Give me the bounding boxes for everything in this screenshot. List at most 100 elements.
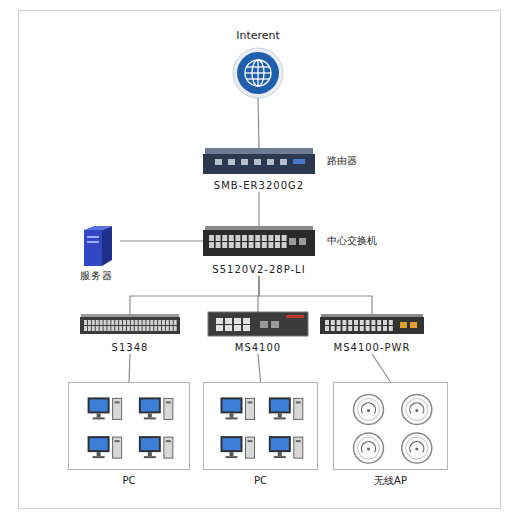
port	[135, 326, 138, 331]
device-art	[80, 314, 180, 334]
network-link	[258, 98, 259, 148]
port	[254, 159, 261, 165]
switch-stripe	[286, 315, 304, 318]
port	[325, 320, 329, 325]
stand	[148, 413, 152, 417]
router-top	[205, 148, 313, 155]
port	[262, 242, 267, 248]
port	[107, 320, 110, 325]
ap-ring	[358, 398, 380, 420]
ap-icon	[402, 394, 432, 424]
port	[280, 159, 287, 165]
port	[222, 242, 227, 248]
port	[371, 320, 375, 325]
port	[143, 320, 146, 325]
tower-bay	[296, 401, 301, 403]
port	[260, 321, 268, 328]
server-slot	[87, 236, 99, 238]
port	[342, 320, 346, 325]
port	[209, 235, 214, 241]
port	[267, 159, 274, 165]
stand	[278, 452, 282, 456]
port	[166, 326, 169, 331]
device-art	[208, 312, 308, 336]
frame-border	[19, 11, 501, 509]
ap-arc	[410, 403, 424, 414]
port	[150, 326, 153, 331]
tower-bay	[115, 440, 120, 442]
port	[127, 326, 130, 331]
port	[174, 326, 177, 331]
port	[146, 320, 149, 325]
port	[216, 235, 221, 241]
ap-arc	[362, 442, 376, 453]
tower	[113, 437, 122, 458]
router-device: SMB-ER3200G2路由器	[203, 148, 315, 192]
port	[119, 326, 122, 331]
base	[274, 456, 286, 458]
pc-icon	[269, 436, 303, 458]
stand	[230, 413, 234, 417]
server-front	[84, 230, 102, 266]
model-label: MS4100-PWR	[334, 342, 411, 354]
base	[274, 417, 286, 419]
switch-body	[320, 317, 424, 334]
device-art	[204, 383, 319, 471]
ap-body	[402, 433, 432, 463]
port	[127, 320, 130, 325]
port	[275, 242, 280, 248]
tower-bay	[248, 401, 253, 403]
port	[154, 320, 157, 325]
port	[216, 318, 223, 324]
globe-lines	[245, 60, 271, 86]
port	[282, 242, 287, 248]
base	[144, 456, 156, 458]
port	[174, 320, 177, 325]
port	[229, 242, 234, 248]
port	[111, 320, 114, 325]
device-art	[72, 226, 120, 266]
port	[234, 318, 241, 324]
device-art	[69, 383, 191, 471]
ap-led	[415, 448, 418, 451]
network-link	[372, 354, 391, 382]
ap-body	[354, 394, 384, 424]
port	[255, 242, 260, 248]
node-label: 无线AP	[374, 475, 407, 487]
pc-icon	[139, 397, 173, 419]
ap-group: 无线AP	[333, 382, 448, 470]
base	[93, 417, 105, 419]
port	[104, 320, 107, 325]
network-link	[259, 276, 372, 314]
device-art	[203, 148, 315, 174]
poe-switch: MS4100-PWR	[320, 314, 424, 354]
base	[226, 456, 238, 458]
port	[119, 320, 122, 325]
stand	[97, 413, 101, 417]
pc-group: PC	[68, 382, 190, 470]
monitor	[269, 436, 291, 452]
port	[100, 320, 103, 325]
port	[268, 242, 273, 248]
port	[162, 326, 165, 331]
port	[377, 326, 381, 331]
pc-icon	[269, 397, 303, 419]
port	[348, 326, 352, 331]
port	[360, 320, 364, 325]
screen	[271, 399, 289, 411]
tower	[246, 398, 255, 419]
port	[222, 235, 227, 241]
ap-ring	[358, 437, 380, 459]
port	[215, 159, 222, 165]
port	[243, 325, 250, 331]
port	[234, 325, 241, 331]
port	[354, 326, 358, 331]
port	[139, 320, 142, 325]
base	[93, 456, 105, 458]
switch-body	[80, 317, 180, 334]
port	[360, 326, 364, 331]
device-art	[233, 48, 283, 98]
port	[216, 325, 223, 331]
device-art	[203, 226, 315, 256]
tower-bay	[166, 401, 171, 403]
